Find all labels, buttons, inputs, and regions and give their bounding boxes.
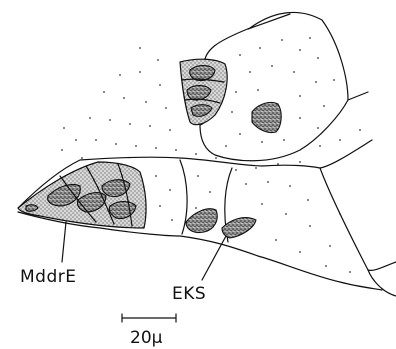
upper-nucleus [252,102,281,132]
upper-dense-cells [180,59,227,124]
upper-cell-dots [225,37,335,147]
eks-nucleus-1 [186,209,217,233]
scale-bar: 20μ [122,314,176,348]
mddre-leader-line [62,222,66,262]
label-eks: EKS [172,284,206,304]
scale-bar-label: 20μ [130,328,163,348]
label-mddre: MddrE [20,267,76,287]
eks-nucleus-2 [222,218,256,238]
